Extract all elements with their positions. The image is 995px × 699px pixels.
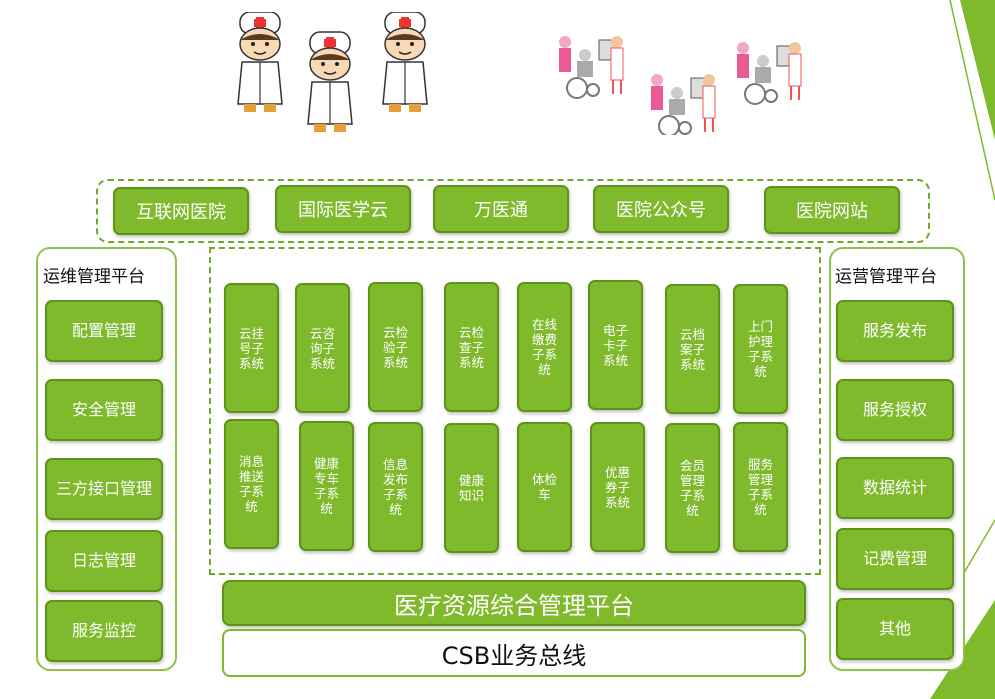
channel-intl-medical-cloud[interactable]: 国际医学云 xyxy=(275,185,411,233)
channel-internet-hospital[interactable]: 互联网医院 xyxy=(113,187,249,235)
service-authorization-button[interactable]: 服务授权 xyxy=(836,379,954,441)
patients-illustration xyxy=(559,36,802,135)
ops-maintenance-title: 运维管理平台 xyxy=(43,262,145,287)
service-publish-button[interactable]: 服务发布 xyxy=(836,300,954,362)
subsystem-cloud-records[interactable]: 云档案子系统 xyxy=(665,284,720,414)
csb-business-bus-bar[interactable]: CSB业务总线 xyxy=(222,629,806,677)
service-monitoring-button[interactable]: 服务监控 xyxy=(45,600,163,662)
medical-resource-platform-bar[interactable]: 医疗资源综合管理平台 xyxy=(222,580,806,626)
data-statistics-button[interactable]: 数据统计 xyxy=(836,457,954,519)
top-channels-frame xyxy=(96,179,930,243)
subsystem-info-publish[interactable]: 信息发布子系统 xyxy=(368,422,423,552)
subsystem-cloud-examination[interactable]: 云检查子系统 xyxy=(444,282,499,412)
subsystem-cloud-lab-test[interactable]: 云检验子系统 xyxy=(368,282,423,412)
subsystem-online-payment[interactable]: 在线缴费子系统 xyxy=(517,282,572,412)
doctors-illustration xyxy=(237,12,428,133)
channel-hospital-website[interactable]: 医院网站 xyxy=(764,186,900,234)
subsystem-member-management[interactable]: 会员管理子系统 xyxy=(665,423,720,553)
subsystem-coupons[interactable]: 优惠券子系统 xyxy=(590,422,645,552)
config-management-button[interactable]: 配置管理 xyxy=(45,300,163,362)
channel-hospital-official-account[interactable]: 医院公众号 xyxy=(593,185,729,233)
other-button[interactable]: 其他 xyxy=(836,598,954,660)
subsystems-frame xyxy=(209,247,821,575)
operations-title: 运营管理平台 xyxy=(835,262,937,287)
log-management-button[interactable]: 日志管理 xyxy=(45,530,163,592)
subsystem-checkup-vehicle[interactable]: 体检车 xyxy=(517,422,572,552)
subsystem-message-push[interactable]: 消息推送子系统 xyxy=(224,419,279,549)
billing-management-button[interactable]: 记费管理 xyxy=(836,528,954,590)
subsystem-health-knowledge[interactable]: 健康知识 xyxy=(444,423,499,553)
third-party-interface-button[interactable]: 三方接口管理 xyxy=(45,458,163,520)
subsystem-health-shuttle[interactable]: 健康专车子系统 xyxy=(299,421,354,551)
security-management-button[interactable]: 安全管理 xyxy=(45,379,163,441)
subsystem-home-nursing[interactable]: 上门护理子系统 xyxy=(733,284,788,414)
subsystem-cloud-registration[interactable]: 云挂号子系统 xyxy=(224,283,279,413)
subsystem-e-card[interactable]: 电子卡子系统 xyxy=(588,280,643,410)
channel-wanyitong[interactable]: 万医通 xyxy=(433,185,569,233)
subsystem-service-management[interactable]: 服务管理子系统 xyxy=(733,422,788,552)
subsystem-cloud-consultation[interactable]: 云咨询子系统 xyxy=(295,283,350,413)
